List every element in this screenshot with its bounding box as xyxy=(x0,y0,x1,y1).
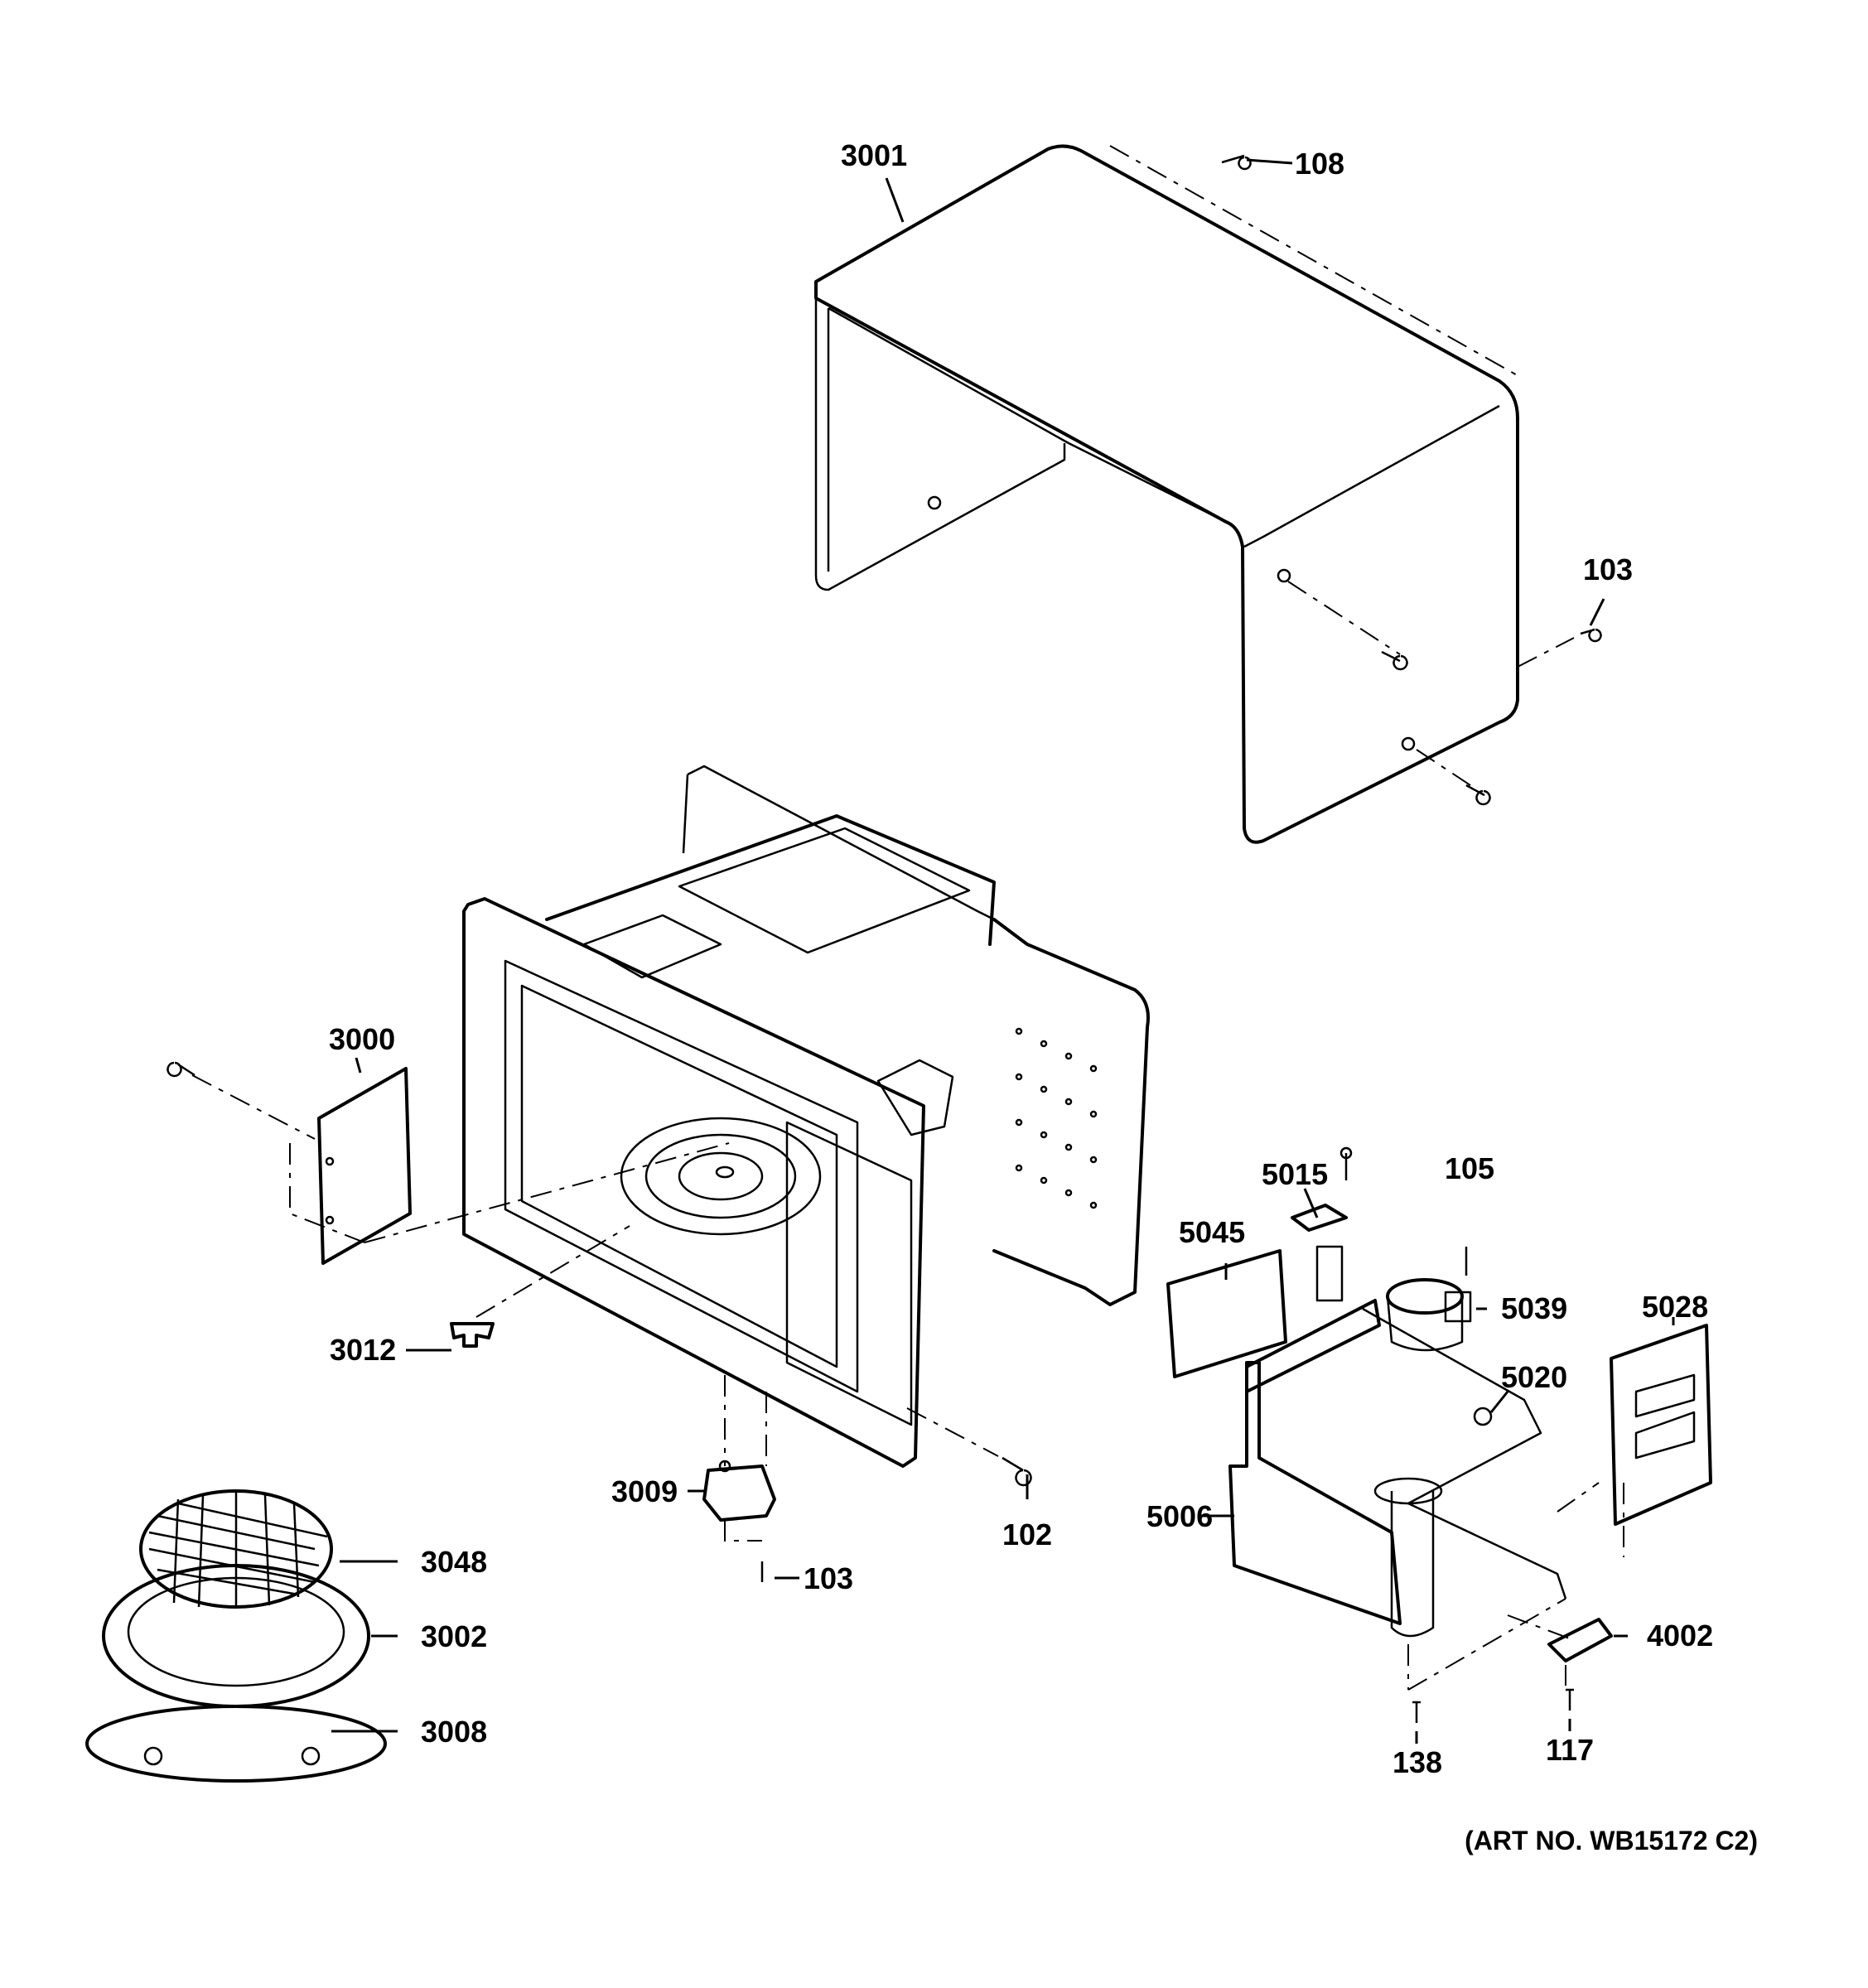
4002-switch xyxy=(1547,1618,1628,1662)
5039-motor xyxy=(1386,1247,1487,1352)
label-3001: 3001 xyxy=(841,138,907,172)
5028-cover xyxy=(1610,1317,1712,1526)
roller-ring-3008 xyxy=(85,1705,398,1783)
outer-case-cover xyxy=(814,144,1605,844)
cooking-rack-3048 xyxy=(139,1489,398,1609)
screw-102 xyxy=(906,1407,1032,1499)
label-102: 102 xyxy=(1002,1518,1052,1551)
label-103-top: 103 xyxy=(1583,552,1633,586)
label-105: 105 xyxy=(1445,1151,1494,1185)
label-5039: 5039 xyxy=(1501,1291,1567,1325)
label-3002: 3002 xyxy=(421,1619,487,1653)
waveguide-cover-3000 xyxy=(167,1057,730,1265)
dashed-guides-right xyxy=(1407,1482,1624,1691)
screws-138-117 xyxy=(1412,1688,1574,1744)
5015-fuse-holder xyxy=(1291,1146,1353,1302)
label-103-bottom: 103 xyxy=(804,1561,853,1595)
label-3008: 3008 xyxy=(421,1715,487,1749)
5020-clip xyxy=(1473,1391,1509,1426)
turntable-motor-3009 xyxy=(688,1375,799,1582)
label-108: 108 xyxy=(1295,147,1344,181)
label-3009: 3009 xyxy=(611,1474,678,1508)
5006-bracket xyxy=(1201,1299,1567,1638)
vent-grid-top xyxy=(582,914,722,979)
label-4002: 4002 xyxy=(1647,1619,1713,1653)
side-vent-holes xyxy=(1015,1027,1098,1209)
label-3012: 3012 xyxy=(330,1333,396,1367)
label-5045: 5045 xyxy=(1179,1215,1245,1249)
oven-cavity-chassis xyxy=(462,765,1150,1468)
label-5015: 5015 xyxy=(1262,1157,1328,1191)
callout-labels: 3001 108 103 3000 3012 3009 103 102 3048… xyxy=(329,138,1758,1855)
label-117: 117 xyxy=(1546,1733,1594,1767)
coupler-3012 xyxy=(406,1225,630,1352)
label-3000: 3000 xyxy=(329,1022,395,1056)
label-5028: 5028 xyxy=(1642,1290,1708,1324)
label-138: 138 xyxy=(1393,1745,1442,1779)
label-5020: 5020 xyxy=(1501,1360,1567,1394)
5045-plate xyxy=(1166,1249,1287,1378)
label-3048: 3048 xyxy=(421,1545,487,1579)
art-number: (ART NO. WB15172 C2) xyxy=(1465,1826,1758,1855)
label-5006: 5006 xyxy=(1146,1499,1213,1533)
